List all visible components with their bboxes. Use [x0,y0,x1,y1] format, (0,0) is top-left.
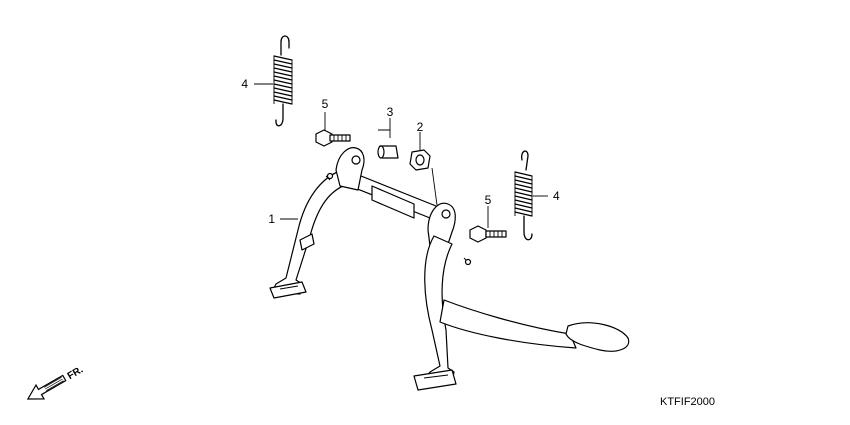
diagram-code: KTFIF2000 [660,396,715,408]
callout-number: 3 [387,105,394,119]
leader-line [431,167,438,206]
arrow-left-icon [26,374,67,400]
bushing [409,132,438,206]
bolt-right [469,206,507,243]
bolt-left [315,112,351,147]
callout-number: 4 [241,77,248,91]
callout-number: 5 [485,193,492,207]
main-stand [269,147,630,391]
direction-label: FR. [66,364,86,382]
callout-number: 1 [268,212,275,226]
spring-top [254,35,293,127]
front-direction-arrow: FR. [26,364,86,400]
callout-number: 4 [553,189,560,203]
collar [377,118,399,159]
spring-right [514,150,548,241]
callout-number: 5 [322,97,329,111]
callout-number: 2 [417,120,424,134]
